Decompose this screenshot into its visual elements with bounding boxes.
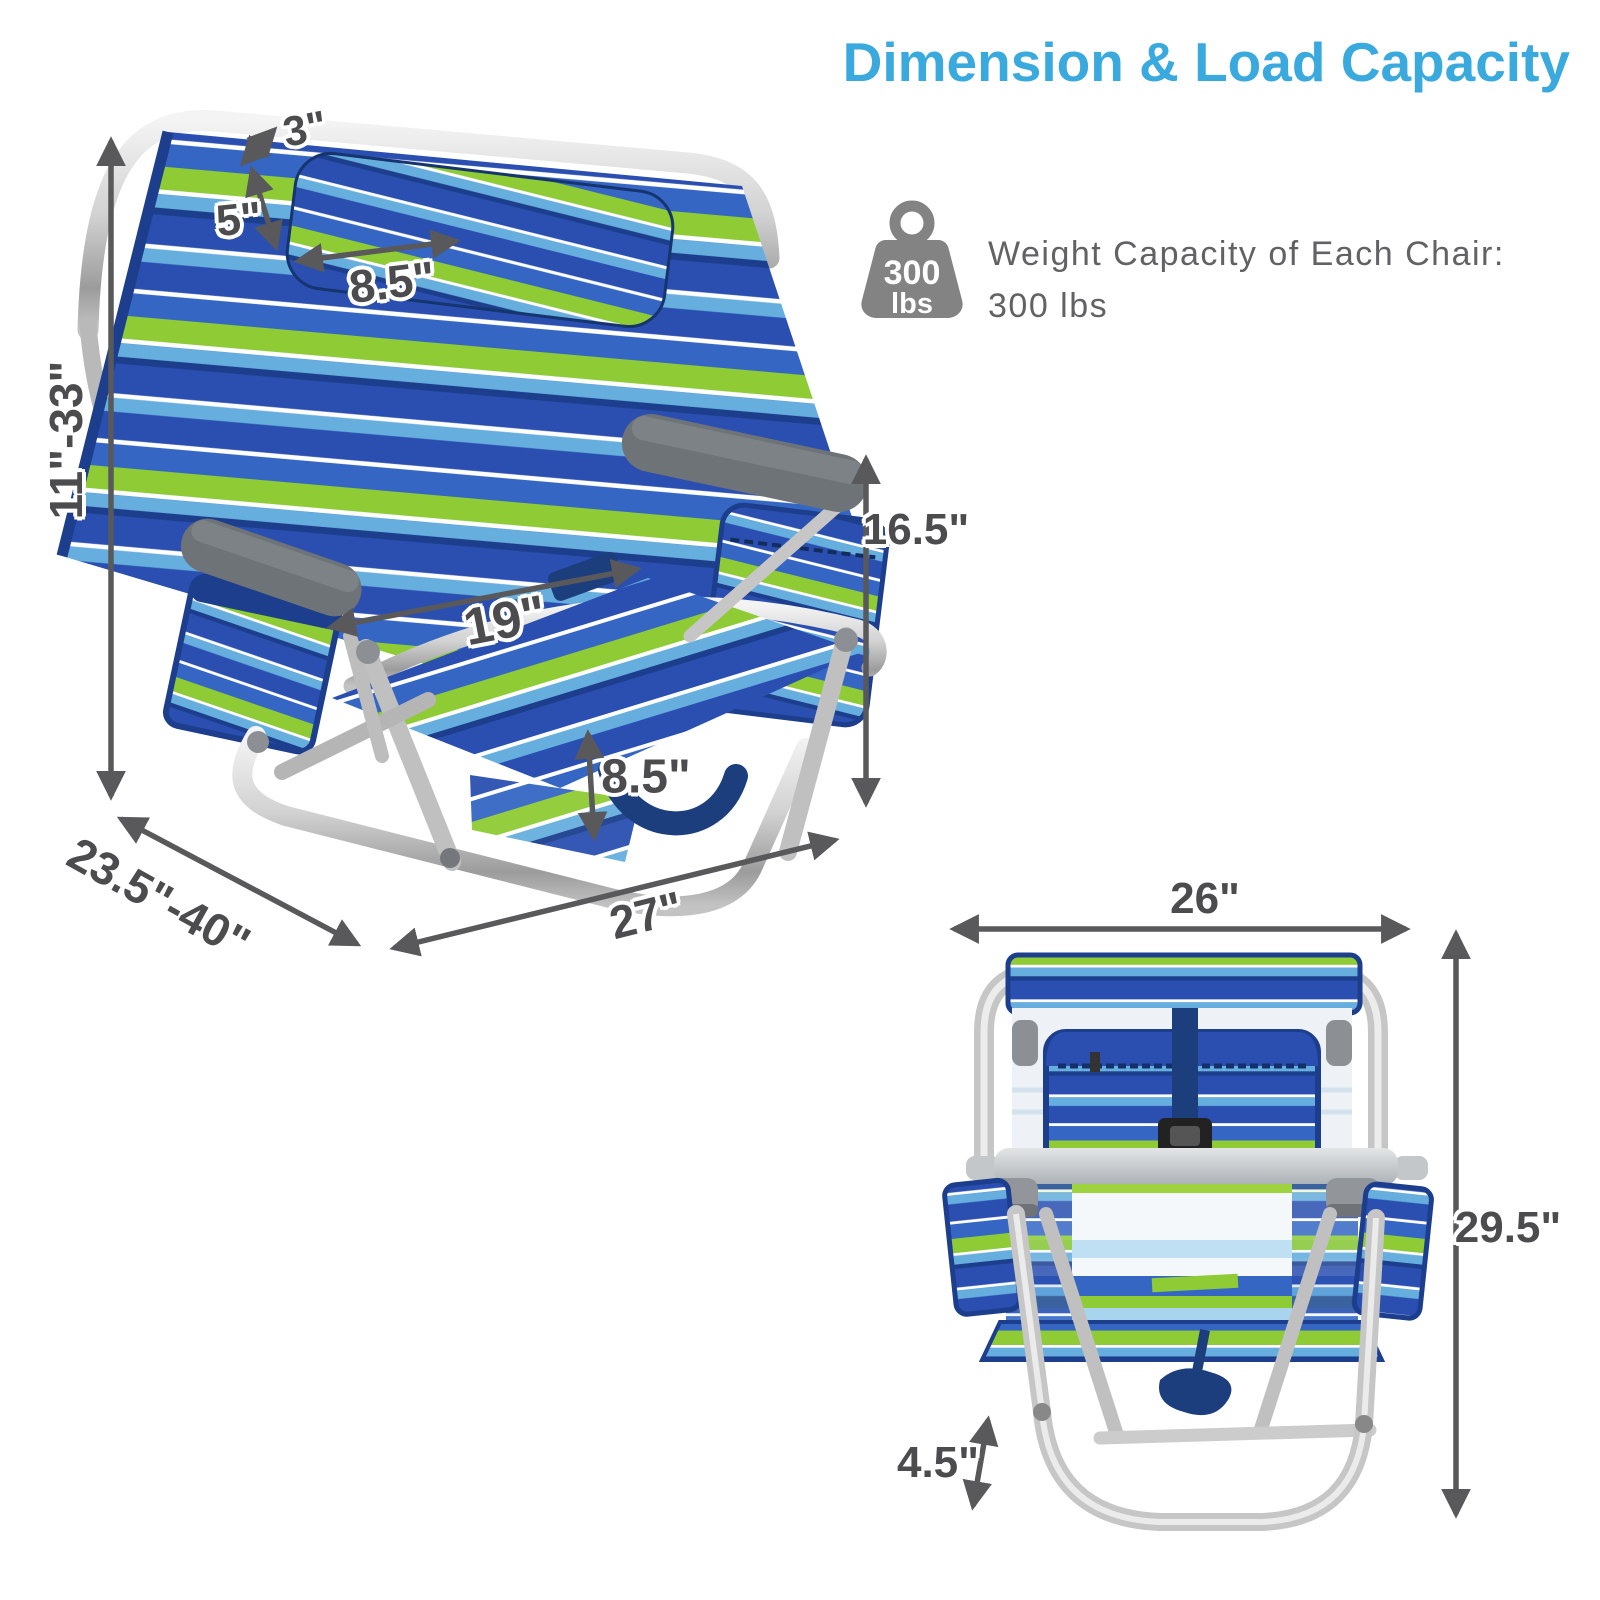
folded-top-band	[1005, 952, 1363, 1016]
dimension-arrows	[96, 126, 1471, 1519]
page-title: Dimension & Load Capacity	[842, 31, 1570, 93]
weight-capacity-line1: Weight Capacity of Each Chair:	[988, 235, 1505, 273]
fold-out-table	[994, 1148, 1398, 1186]
dim-label-folded-depth: 4.5"	[896, 1438, 980, 1487]
weight-capacity-line2: 300 lbs	[988, 287, 1109, 325]
headrest-pillow	[285, 151, 675, 329]
dim-label-headrest-depth: 3"	[279, 101, 331, 156]
arrow-headrest-height	[245, 165, 283, 252]
arrow-headrest-width	[293, 229, 461, 273]
weight-capacity-text: Weight Capacity of Each Chair: 300 lbs	[988, 228, 1505, 332]
hanging-strap	[1159, 1368, 1232, 1416]
dim-label-headrest-height: 5"	[213, 192, 265, 247]
backpack-strap	[598, 758, 748, 836]
arrow-seat-width	[326, 559, 642, 637]
dim-label-armrest-height: 16.5"	[862, 505, 970, 554]
main-chair-illustration	[56, 110, 890, 917]
dim-label-backrest-height-range: 11"-33"	[40, 360, 92, 520]
left-armrest	[180, 518, 362, 617]
dim-label-seat-height: 8.5"	[601, 750, 691, 804]
arrow-depth-range	[116, 816, 362, 947]
folded-chair-illustration	[942, 952, 1434, 1531]
arrow-seat-height	[574, 729, 608, 842]
arrow-headrest-depth	[239, 126, 278, 167]
dim-label-headrest-width: 8.5"	[346, 250, 438, 314]
dim-label-folded-height: 29.5"	[1454, 1203, 1562, 1252]
folded-left-pouch	[942, 1177, 1023, 1317]
right-armrest	[621, 414, 868, 512]
arrow-folded-depth	[962, 1415, 999, 1511]
dim-label-folded-width: 26"	[1170, 874, 1240, 923]
seat-fabric	[332, 578, 862, 788]
arrow-overall-width	[389, 831, 840, 957]
